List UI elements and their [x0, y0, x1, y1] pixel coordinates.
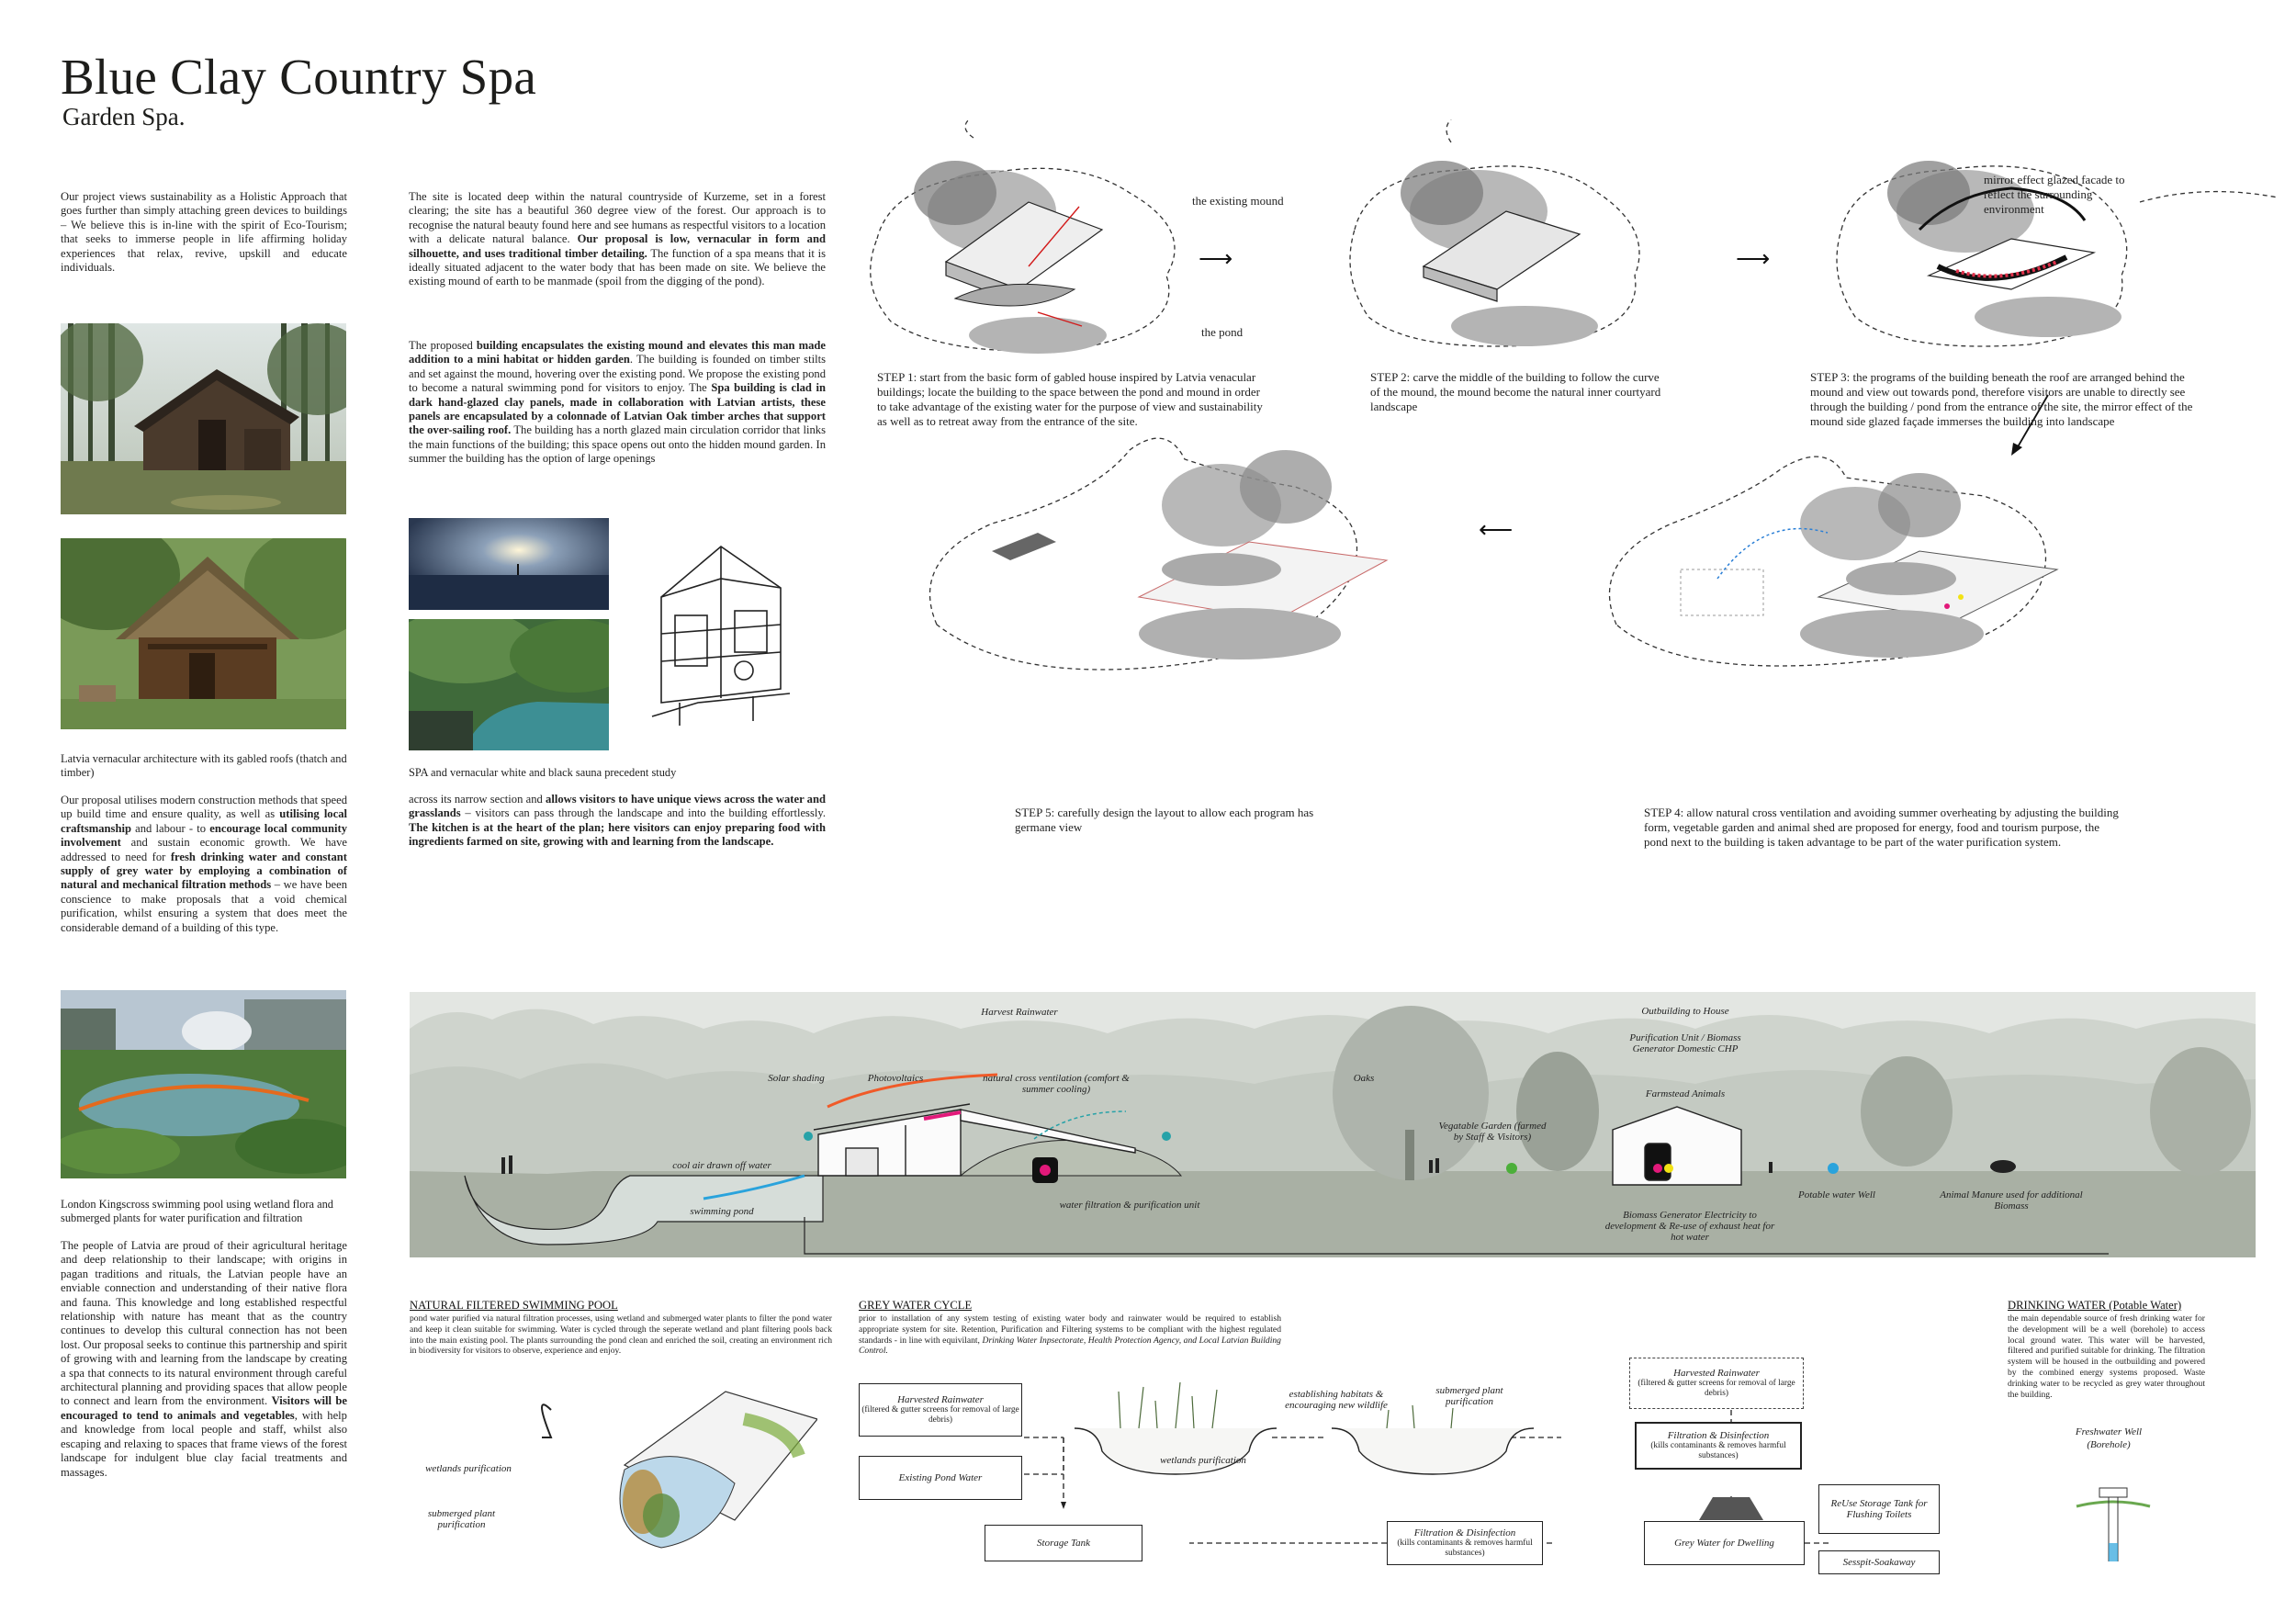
pool-text: pond water purified via natural filtrati…: [410, 1313, 832, 1357]
harvest-rainwater-label: Harvest Rainwater: [981, 1007, 1058, 1018]
forest-pool-photo: [409, 619, 609, 750]
grey-water-text: prior to installation of any system test…: [859, 1313, 1281, 1357]
storage-tank-box: Storage Tank: [985, 1525, 1142, 1561]
kingscross-pool-photo: [61, 990, 346, 1178]
cross-ventilation-label: natural cross ventilation (comfort & sum…: [983, 1073, 1130, 1095]
wetlands-label: wetlands purification: [425, 1463, 512, 1474]
sesspit-box: Sesspit-Soakaway: [1818, 1550, 1940, 1574]
drinking-water-text: the main dependable source of fresh drin…: [2008, 1313, 2205, 1400]
kingscross-caption: London Kingscross swimming pool using we…: [61, 1198, 334, 1224]
harvested-rainwater-box-2: Harvested Rainwater(filtered & gutter sc…: [1629, 1358, 1804, 1409]
well-sketch: [2072, 1470, 2155, 1571]
solar-shading-label: Solar shading: [768, 1073, 825, 1084]
construction-paragraph: Our proposal utilises modern constructio…: [61, 794, 348, 934]
borehole-label: (Borehole): [2087, 1439, 2131, 1450]
svg-text:⟵: ⟵: [1479, 516, 1513, 543]
pool-sketch: [514, 1382, 819, 1566]
reuse-storage-box: ReUse Storage Tank for Flushing Toilets: [1818, 1484, 1940, 1534]
filtration-unit-label: water filtration & purification unit: [1059, 1200, 1200, 1211]
vegetable-garden-label: Vegatable Garden (farmed by Staff & Visi…: [1438, 1121, 1547, 1143]
step-2-text: STEP 2: carve the middle of the building…: [1370, 370, 1661, 413]
design-steps-diagram: ⟶ ⟶ ⟵: [870, 119, 2278, 671]
pond-label: the pond: [1201, 325, 1244, 339]
precedent-caption: SPA and vernacular white and black sauna…: [409, 766, 677, 779]
harvested-rainwater-box: Harvested Rainwater(filtered & gutter sc…: [859, 1383, 1022, 1437]
vernacular-caption: Latvia vernacular architecture with its …: [61, 752, 347, 779]
pool-heading: NATURAL FILTERED SWIMMING POOL: [410, 1299, 618, 1312]
step-4-text: STEP 4: allow natural cross ventilation …: [1644, 806, 2119, 849]
page-subtitle: Garden Spa.: [62, 103, 186, 130]
swimming-pond-label: swimming pond: [690, 1206, 754, 1217]
wetlands-purification-label: wetlands purification: [1160, 1455, 1246, 1466]
existing-mound-label: the existing mound: [1192, 194, 1284, 208]
sauna-sketch: [643, 533, 799, 739]
svg-text:⟶: ⟶: [1199, 245, 1232, 272]
potable-well-label: Potable water Well: [1798, 1189, 1875, 1200]
step-1-text: STEP 1: start from the basic form of gab…: [877, 370, 1263, 428]
submerged-label: submerged plant purification: [427, 1508, 496, 1530]
site-paragraph: The site is located deep within the natu…: [409, 190, 827, 288]
animal-manure-label: Animal Manure used for additional Biomas…: [1940, 1189, 2083, 1212]
outbuilding-label: Outbuilding to House: [1641, 1006, 1729, 1017]
site-section-drawing: [410, 992, 2256, 1257]
purification-unit-label: Purification Unit / Biomass Generator Do…: [1629, 1032, 1741, 1054]
infinity-pool-photo: [409, 518, 609, 610]
step-5-text: STEP 5: carefully design the layout to a…: [1015, 806, 1314, 834]
grey-water-flow-lines: [1024, 1381, 1832, 1544]
barn-photo: [61, 323, 346, 514]
filtration-disinfection-box: Filtration & Disinfection(kills contamin…: [1635, 1422, 1802, 1470]
svg-text:⟶: ⟶: [1736, 245, 1770, 272]
existing-pond-water-box: Existing Pond Water: [859, 1456, 1022, 1500]
cool-air-label: cool air drawn off water: [672, 1160, 771, 1171]
submerged-purification-label: submerged plant purification: [1435, 1385, 1503, 1407]
page-title: Blue Clay Country Spa: [61, 49, 537, 105]
heritage-paragraph: The people of Latvia are proud of their …: [61, 1239, 347, 1479]
step-3-text: STEP 3: the programs of the building ben…: [1810, 370, 2193, 428]
continuation-paragraph: across its narrow section and allows vis…: [409, 793, 826, 849]
freshwater-well-label: Freshwater Well: [2075, 1426, 2143, 1437]
grey-water-heading: GREY WATER CYCLE: [859, 1299, 973, 1312]
proposal-paragraph: The proposed building encapsulates the e…: [409, 339, 826, 466]
oaks-label: Oaks: [1353, 1073, 1375, 1084]
drinking-water-heading: DRINKING WATER (Potable Water): [2008, 1299, 2182, 1312]
photovoltaics-label: Photovoltaics: [867, 1073, 924, 1084]
thatched-house-photo: [61, 538, 346, 729]
intro-paragraph: Our project views sustainability as a Ho…: [61, 190, 347, 275]
mirror-facade-label: mirror effect glazed facade to reflect t…: [1984, 173, 2125, 216]
grey-water-dwelling-box: Grey Water for Dwelling: [1644, 1521, 1805, 1565]
biomass-generator-label: Biomass Generator Electricity to develop…: [1604, 1210, 1775, 1243]
filtration-disinfection-box-2: Filtration & Disinfection(kills contamin…: [1387, 1521, 1543, 1565]
farmstead-animals-label: Farmstead Animals: [1645, 1088, 1726, 1099]
habitats-label: establishing habitats & encouraging new …: [1285, 1389, 1388, 1411]
